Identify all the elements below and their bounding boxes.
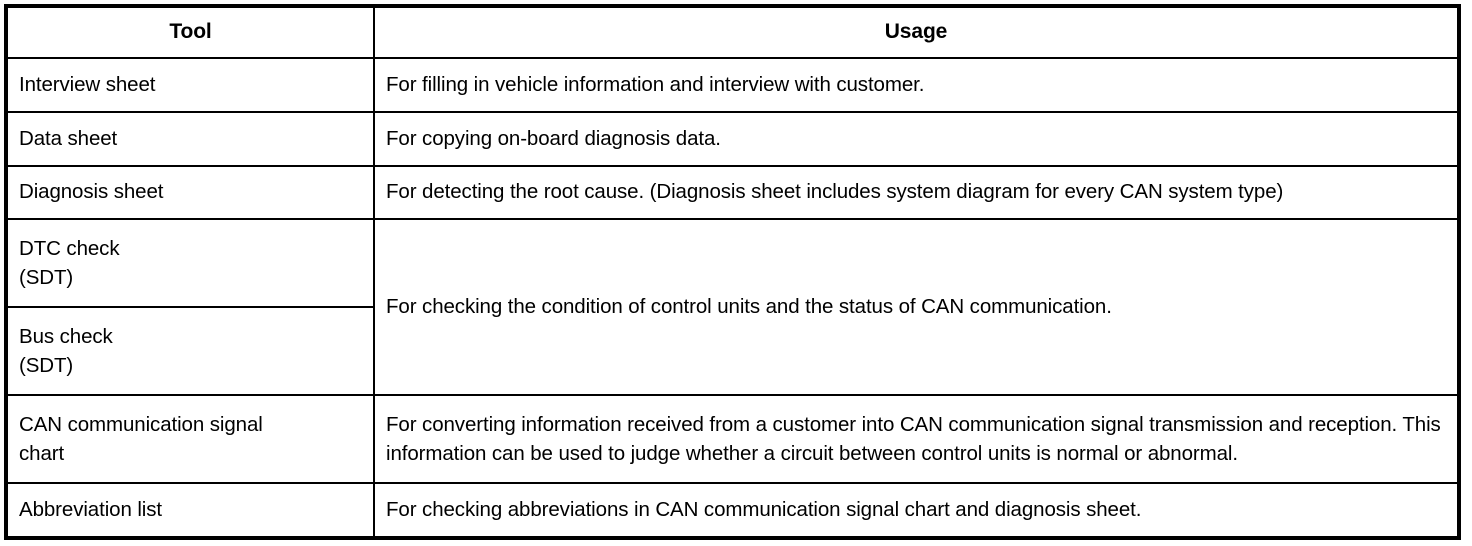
cell-usage: For converting information received from… bbox=[373, 394, 1457, 485]
column-header-tool: Tool bbox=[8, 8, 375, 59]
cell-tool: Data sheet bbox=[8, 110, 375, 167]
cell-tool: DTC check (SDT) bbox=[8, 218, 375, 309]
usage-description: For detecting the root cause. (Diagnosis… bbox=[386, 180, 1284, 204]
table-header-row: Tool Usage bbox=[8, 8, 1457, 59]
cell-tool: CAN communication signal chart bbox=[8, 394, 375, 485]
tool-usage-table-container: Tool Usage Interview sheet For filling i… bbox=[4, 4, 1461, 540]
tool-name: Diagnosis sheet bbox=[19, 180, 164, 204]
cell-tool: Bus check (SDT) bbox=[8, 306, 374, 397]
cell-tool: Interview sheet bbox=[8, 56, 375, 113]
table-row: Bus check (SDT) bbox=[8, 306, 1457, 397]
cell-usage: For copying on-board diagnosis data. bbox=[373, 110, 1457, 167]
tool-name: Abbreviation list bbox=[19, 498, 163, 522]
table-row: Data sheet For copying on-board diagnosi… bbox=[8, 110, 1457, 167]
table-body: Interview sheet For filling in vehicle i… bbox=[8, 56, 1457, 536]
cell-tool: Diagnosis sheet bbox=[8, 164, 375, 221]
usage-description: For converting information received from… bbox=[386, 412, 1441, 465]
tool-name: CAN communication signal chart bbox=[19, 412, 263, 465]
cell-usage: For filling in vehicle information and i… bbox=[373, 56, 1457, 113]
tool-name: Bus check (SDT) bbox=[19, 324, 113, 377]
tool-name: DTC check (SDT) bbox=[19, 236, 120, 289]
tool-name: Interview sheet bbox=[19, 72, 156, 96]
table-row: Diagnosis sheet For detecting the root c… bbox=[8, 164, 1457, 221]
usage-description: For copying on-board diagnosis data. bbox=[386, 126, 721, 150]
cell-usage: For detecting the root cause. (Diagnosis… bbox=[373, 164, 1457, 221]
usage-description: For checking the condition of control un… bbox=[386, 295, 1112, 319]
table-header: Tool Usage bbox=[8, 8, 1457, 59]
usage-description: For checking abbreviations in CAN commun… bbox=[386, 498, 1142, 522]
cell-tool: Abbreviation list bbox=[8, 482, 375, 536]
tool-usage-table: Tool Usage Interview sheet For filling i… bbox=[8, 8, 1457, 536]
usage-description: For filling in vehicle information and i… bbox=[386, 72, 925, 96]
table-row: Interview sheet For filling in vehicle i… bbox=[8, 56, 1457, 113]
cell-usage-merged: For checking the condition of control un… bbox=[373, 218, 1457, 397]
cell-usage: For checking abbreviations in CAN commun… bbox=[373, 482, 1457, 536]
table-row: Abbreviation list For checking abbreviat… bbox=[8, 482, 1457, 536]
tool-name: Data sheet bbox=[19, 126, 118, 150]
column-header-usage: Usage bbox=[373, 8, 1457, 59]
table-row: DTC check (SDT) For checking the conditi… bbox=[8, 218, 1457, 397]
table-row: CAN communication signal chart For conve… bbox=[8, 394, 1457, 485]
